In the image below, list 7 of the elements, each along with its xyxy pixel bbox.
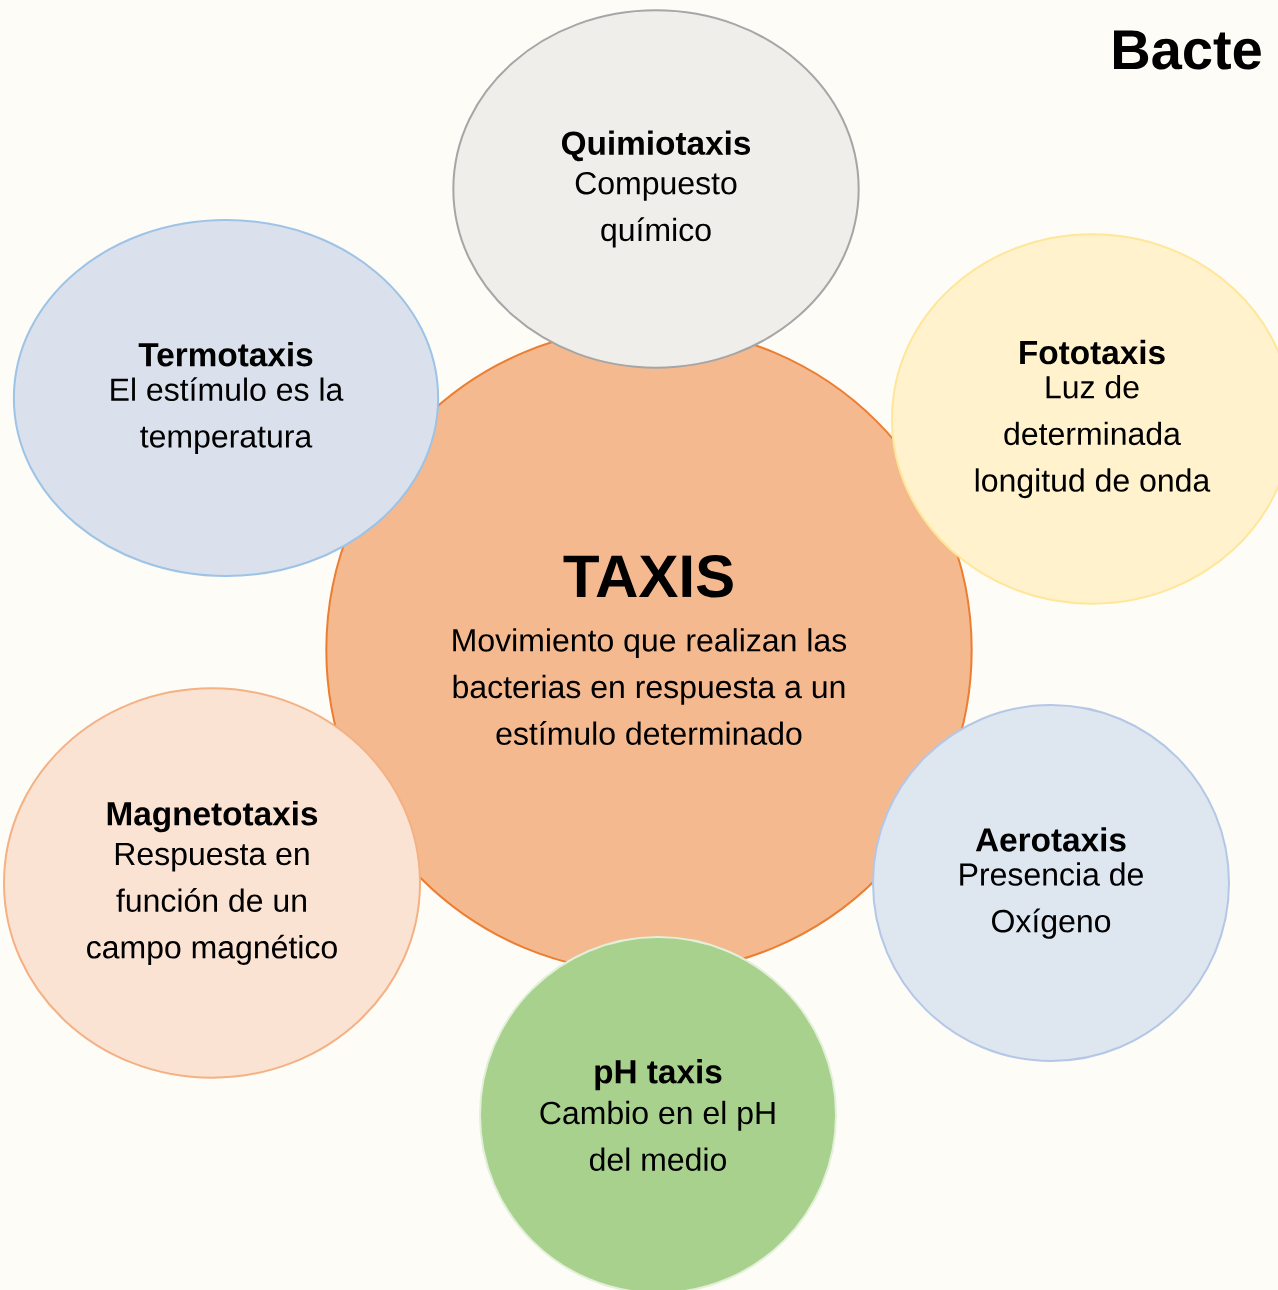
ellipse-node: pH taxis Cambio en el pH del medio — [479, 936, 837, 1290]
ellipse-node: Magnetotaxis Respuesta en función de un campo magnético — [3, 687, 421, 1079]
ellipse-node: Fototaxis Luz de determinada longitud de onda — [891, 233, 1278, 605]
title: Bacte — [1114, 30, 1261, 70]
ellipse-node: Termotaxis El estímulo es la temperatura — [12, 219, 440, 577]
ellipse-node: Quimiotaxis Compuesto químico — [452, 9, 860, 369]
ellipse-node: Aerotaxis Presencia de Oxígeno — [872, 704, 1230, 1062]
